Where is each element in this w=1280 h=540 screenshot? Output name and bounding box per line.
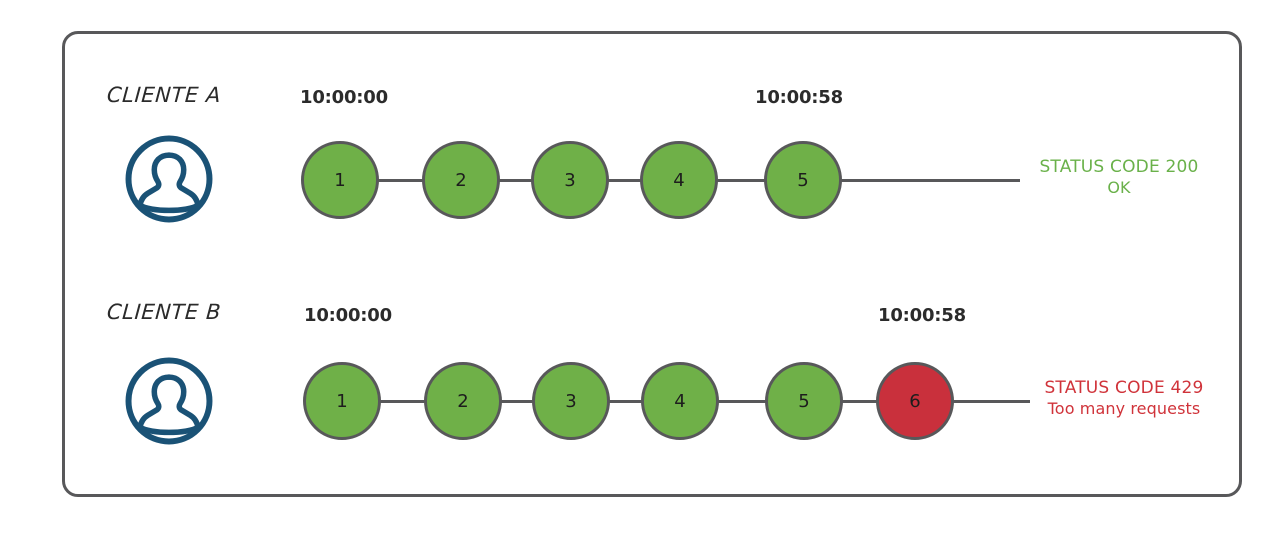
node-number: 2: [455, 169, 467, 191]
user-avatar-icon: [123, 355, 215, 447]
client-b-timestamp-start: 10:00:00: [304, 305, 392, 326]
client-a-request-node-2[interactable]: 2: [422, 141, 500, 219]
client-b-status-message: Too many requests: [1047, 398, 1201, 418]
client-b-request-node-1[interactable]: 1: [303, 362, 381, 440]
node-number: 5: [798, 390, 810, 412]
client-a-status-badge: STATUS CODE 200 OK: [1026, 157, 1212, 197]
client-a-status-message: OK: [1107, 177, 1131, 197]
node-number: 2: [457, 390, 469, 412]
node-number: 1: [334, 169, 346, 191]
user-avatar-icon: [123, 133, 215, 225]
client-a-request-node-1[interactable]: 1: [301, 141, 379, 219]
client-a-request-node-4[interactable]: 4: [640, 141, 718, 219]
client-a-request-node-3[interactable]: 3: [531, 141, 609, 219]
client-b-label: CLIENTE B: [106, 300, 222, 324]
client-b-request-node-2[interactable]: 2: [424, 362, 502, 440]
node-number: 4: [673, 169, 685, 191]
client-b-status-badge: STATUS CODE 429 Too many requests: [1026, 378, 1222, 418]
client-b-request-node-3[interactable]: 3: [532, 362, 610, 440]
client-a-status-code: STATUS CODE 200: [1039, 157, 1199, 177]
node-number: 3: [565, 390, 577, 412]
node-number: 1: [336, 390, 348, 412]
client-b-status-code: STATUS CODE 429: [1044, 378, 1204, 398]
node-number: 3: [564, 169, 576, 191]
node-number: 5: [797, 169, 809, 191]
client-b-request-node-4[interactable]: 4: [641, 362, 719, 440]
client-b-request-node-5[interactable]: 5: [765, 362, 843, 440]
client-a-label: CLIENTE A: [106, 83, 222, 107]
node-number: 6: [909, 390, 921, 412]
client-a-timestamp-end: 10:00:58: [755, 87, 843, 108]
node-number: 4: [674, 390, 686, 412]
client-b-timestamp-end: 10:00:58: [878, 305, 966, 326]
client-a-request-node-5[interactable]: 5: [764, 141, 842, 219]
client-a-timestamp-start: 10:00:00: [300, 87, 388, 108]
client-b-request-node-6[interactable]: 6: [876, 362, 954, 440]
